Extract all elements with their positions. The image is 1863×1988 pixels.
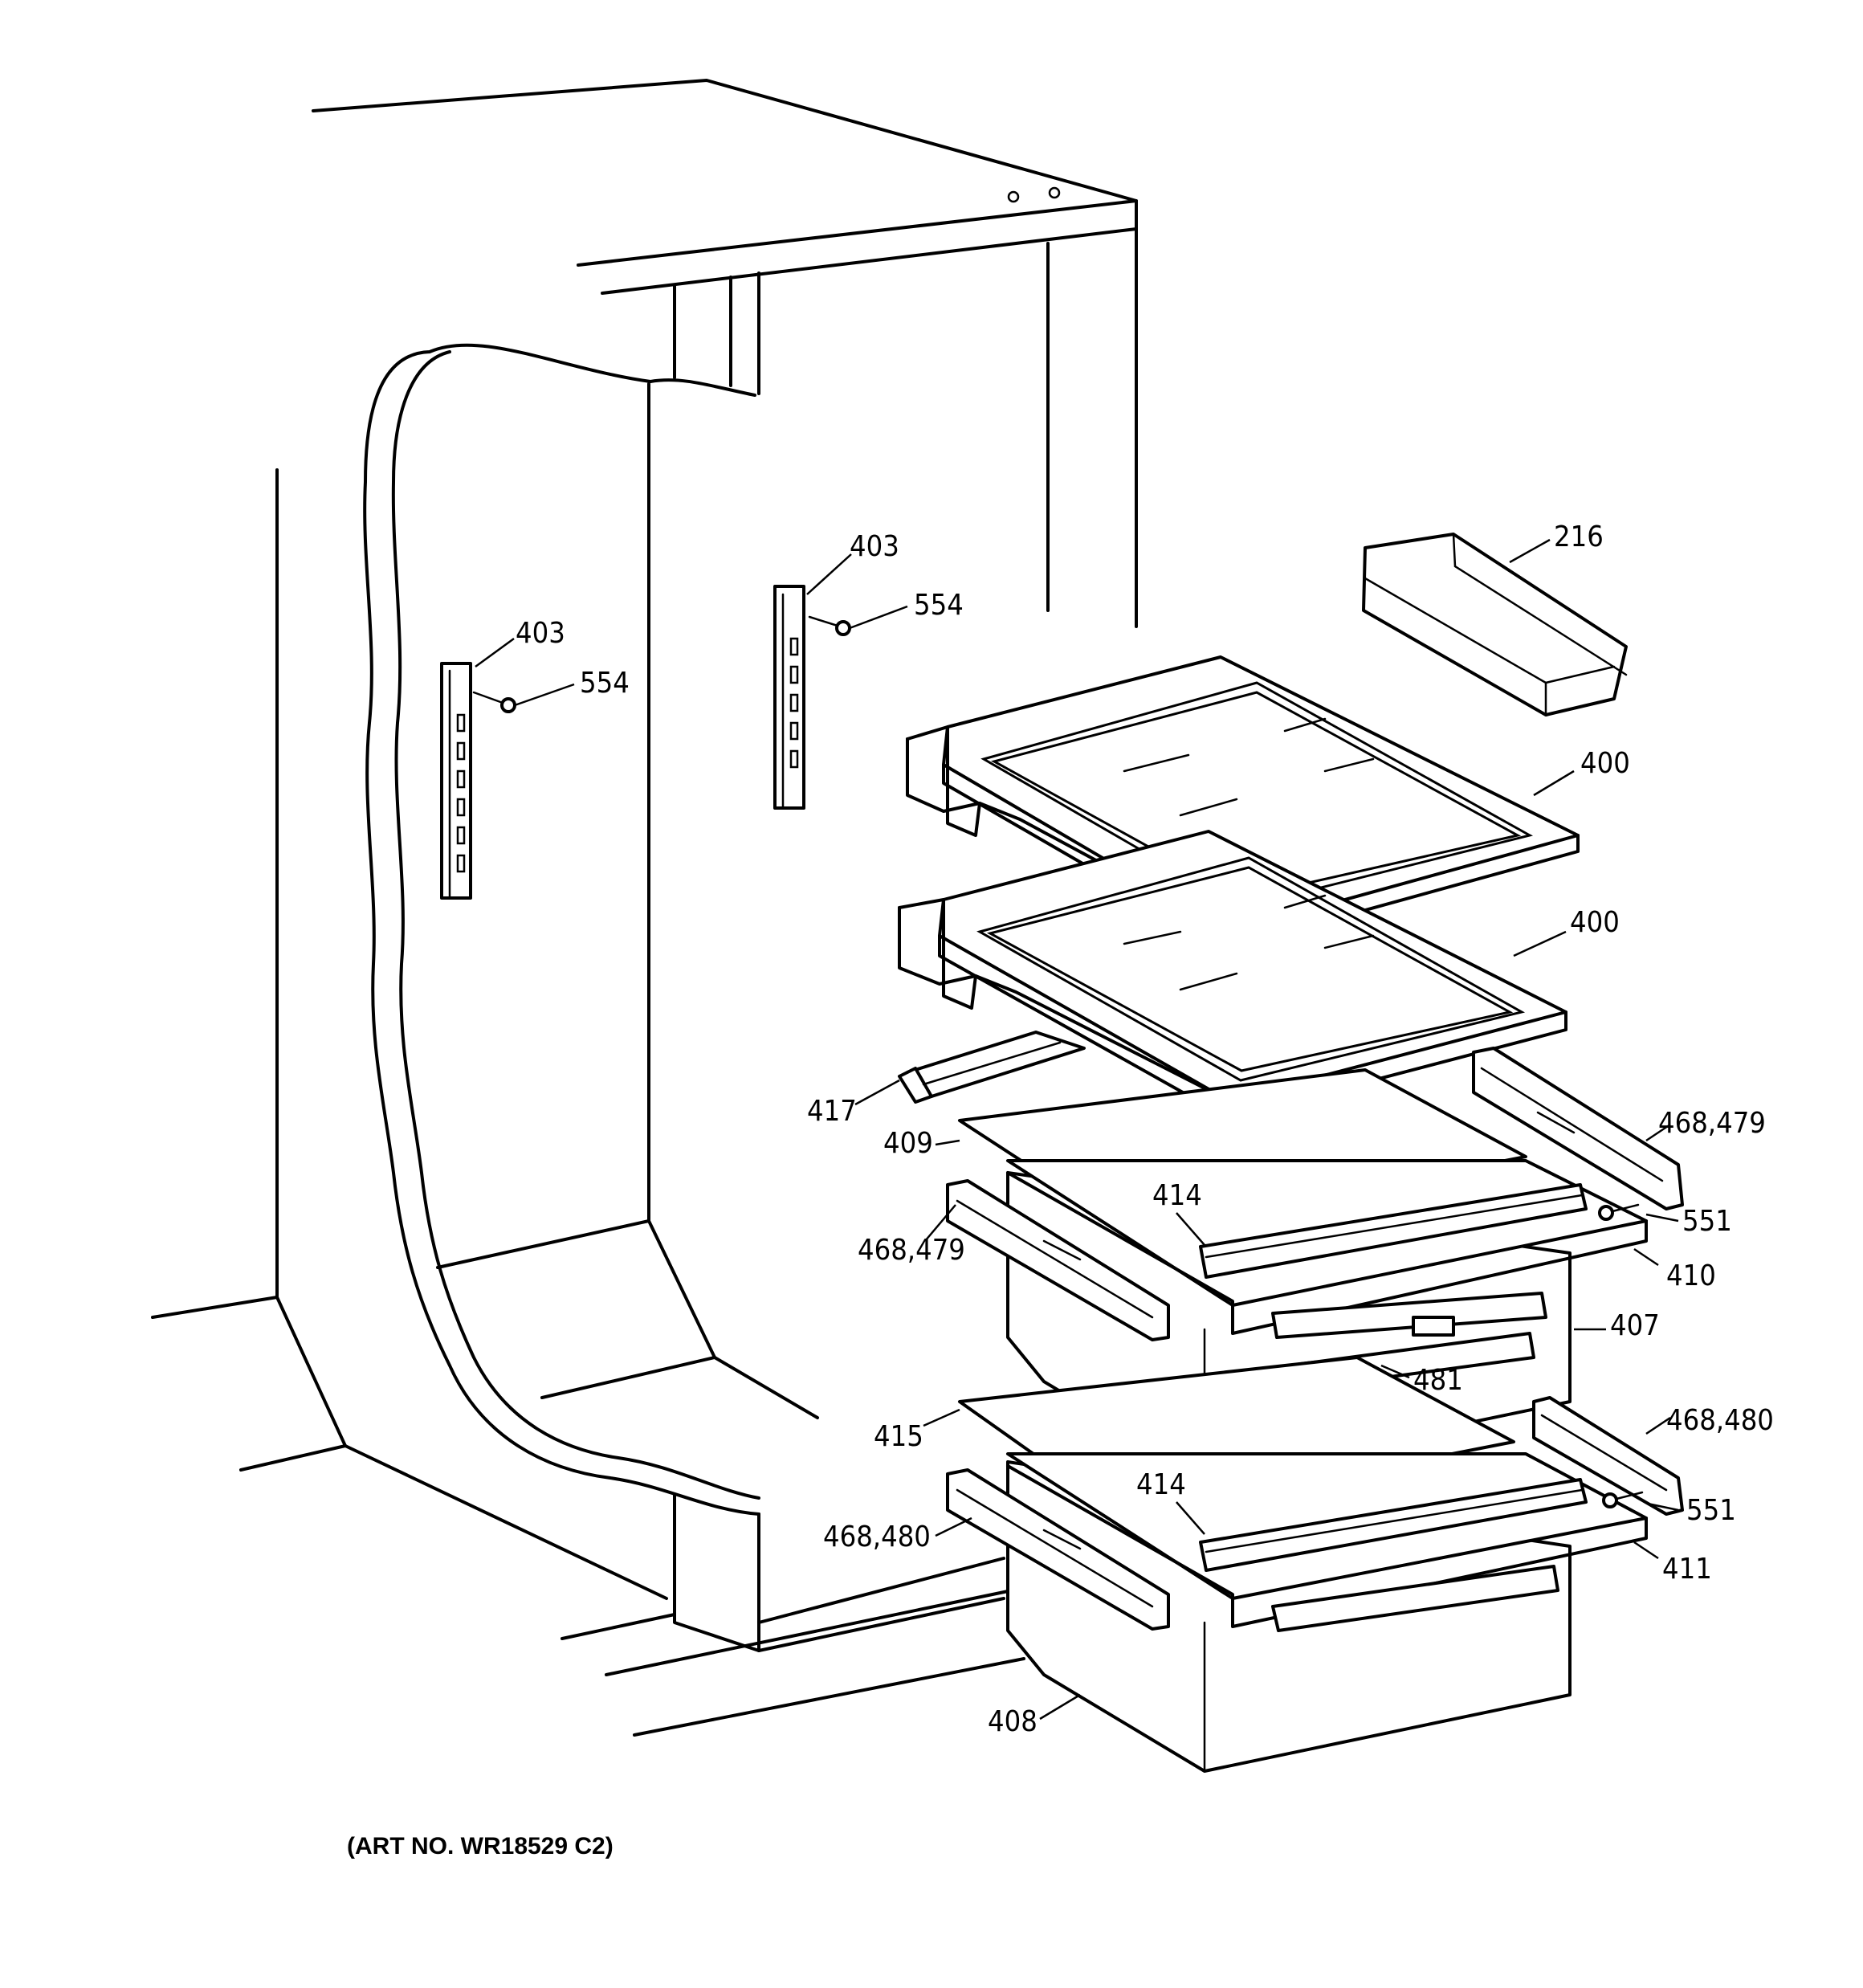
- callout-415: 415: [874, 1420, 923, 1453]
- callout-468-479-right: 468,479: [1658, 1107, 1766, 1140]
- callout-407: 407: [1610, 1309, 1660, 1342]
- callout-216: 216: [1554, 520, 1604, 553]
- bin-216: [1362, 533, 1628, 717]
- callout-403-right: 403: [850, 530, 899, 563]
- callout-468-480-right: 468,480: [1666, 1404, 1774, 1437]
- callout-414-lower: 414: [1136, 1468, 1186, 1501]
- glass-shelf-400-lower: [898, 830, 1567, 1120]
- screw-551-lower: [1602, 1491, 1644, 1508]
- callout-554-left: 554: [580, 667, 630, 700]
- callout-417: 417: [807, 1095, 857, 1128]
- callout-400-lower: 400: [1570, 906, 1620, 939]
- shelf-rail-403-left: [440, 662, 516, 900]
- callout-481: 481: [1413, 1364, 1463, 1397]
- callout-551-upper: 551: [1682, 1205, 1732, 1238]
- callout-411: 411: [1662, 1553, 1712, 1586]
- callout-403-left: 403: [516, 617, 565, 650]
- callout-409: 409: [883, 1127, 933, 1160]
- callout-468-479-left: 468,479: [858, 1234, 965, 1267]
- shelf-rail-403-right: [773, 585, 851, 810]
- shelf-bracket-417: [898, 1031, 1086, 1104]
- screw-551-upper: [1598, 1203, 1640, 1221]
- art-number-caption: (ART NO. WR18529 C2): [347, 1833, 614, 1859]
- callout-410: 410: [1666, 1259, 1716, 1292]
- callout-400-upper: 400: [1580, 747, 1630, 780]
- callout-408: 408: [988, 1705, 1037, 1738]
- callout-414-upper: 414: [1152, 1179, 1202, 1212]
- glass-shelf-400-upper: [906, 655, 1580, 949]
- callout-551-lower: 551: [1686, 1494, 1736, 1527]
- refrigerator-cabinet: [151, 79, 1138, 1737]
- callout-554-right: 554: [914, 589, 964, 622]
- crisper-drawer-408: [946, 1452, 1648, 1773]
- slide-rail-468-480-right: [1532, 1396, 1684, 1516]
- callout-468-480-left: 468,480: [823, 1521, 931, 1553]
- callout-labels: 216 400 400 403 554 403 554 417 409 414 …: [516, 520, 1774, 1738]
- slide-rail-468-479-right: [1472, 1047, 1684, 1210]
- leader-lines: [475, 538, 1679, 1721]
